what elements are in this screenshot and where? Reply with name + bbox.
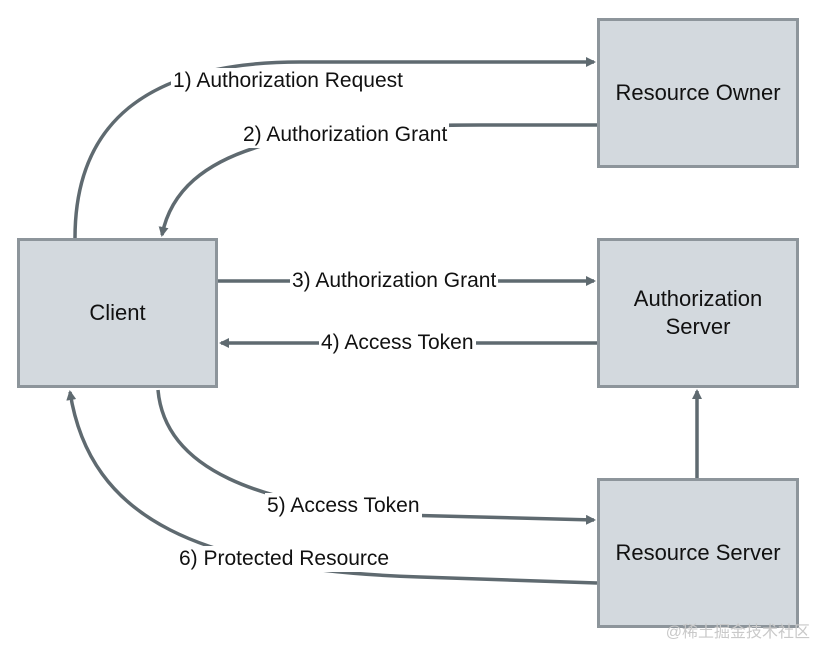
resource-server-node-label: Resource Server: [615, 540, 781, 565]
resource-owner-node-label: Resource Owner: [615, 80, 781, 105]
authorization-server-node: Authorization Server: [597, 238, 799, 388]
authorization-server-node-label: Authorization Server: [633, 286, 763, 339]
edge-3-label: 3) Authorization Grant: [290, 268, 499, 294]
watermark: @稀土掘金技术社区: [665, 624, 810, 641]
resource-owner-node: Resource Owner: [597, 18, 799, 168]
edge-1-label: 1) Authorization Request: [171, 68, 405, 94]
edge-6-label: 6) Protected Resource: [177, 546, 392, 572]
edge-4-label: 4) Access Token: [319, 330, 476, 356]
edge-6-arrow: [66, 390, 598, 585]
edge-2-label: 2) Authorization Grant: [241, 122, 450, 148]
resource-server-node: Resource Server: [597, 478, 799, 628]
edge-5-label: 5) Access Token: [265, 493, 422, 519]
client-node-label: Client: [89, 300, 146, 325]
edge-1-arrow: [73, 57, 596, 239]
client-node: Client: [17, 238, 218, 388]
